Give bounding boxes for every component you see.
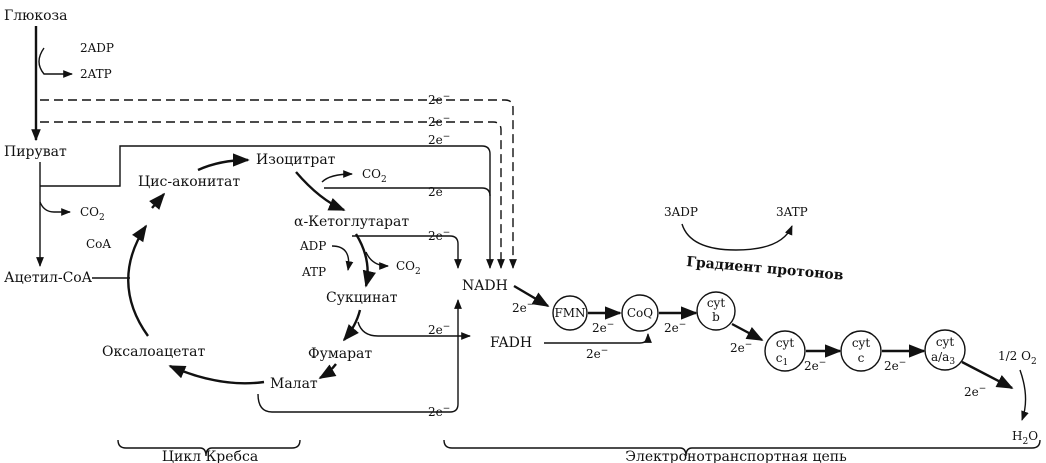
- svg-text:c: c: [858, 351, 865, 365]
- arrow-co2-isocitrate: [321, 170, 353, 183]
- label-proton-gradient: Градиент протонов: [686, 254, 845, 284]
- bracket-etc: [443, 439, 1041, 457]
- svg-text:cyt: cyt: [707, 296, 726, 310]
- label-h2o: H2O: [1012, 429, 1038, 447]
- label-krebs-cycle: Цикл Кребса: [162, 449, 258, 463]
- e-label-6: 2e−: [428, 322, 450, 337]
- e-label-13: 2e−: [804, 358, 826, 373]
- e-label-9: 2e−: [592, 320, 614, 335]
- line-fadh-coq: [544, 333, 652, 344]
- label-2atp: 2ATP: [80, 67, 112, 81]
- carrier-cyt-c1: cyt c1: [764, 330, 806, 372]
- label-atp: ATP: [301, 265, 326, 279]
- svg-text:CoQ: CoQ: [627, 306, 653, 320]
- e-label-4: 2e−: [428, 184, 450, 199]
- line-malate-nadh: [257, 299, 462, 413]
- arrow-proton-atp: [681, 223, 793, 251]
- arrow-co2-ketoglutarate: [365, 251, 389, 270]
- svg-text:FMN: FMN: [554, 306, 585, 320]
- label-nadh: NADH: [462, 278, 508, 294]
- svg-text:cyt: cyt: [776, 336, 795, 350]
- label-adp: ADP: [299, 239, 326, 253]
- line-succinate-fadh: [357, 321, 471, 340]
- label-co2-ketoglutarate: CO2: [396, 259, 421, 277]
- label-2adp: 2ADP: [80, 41, 114, 55]
- label-3atp: 3ATP: [776, 205, 808, 219]
- arrow-to-fumarate: [342, 309, 362, 342]
- e-label-2: 2e−: [428, 114, 450, 129]
- label-oxaloacetate: Оксалоацетат: [102, 344, 205, 360]
- arrow-to-cis-aconitate: [149, 192, 166, 210]
- carrier-cyt-c: cyt c: [840, 330, 882, 372]
- label-co2-isocitrate: CO2: [362, 167, 387, 185]
- label-half-o2: 1/2 O2: [998, 349, 1037, 367]
- label-succinate: Сукцинат: [326, 290, 398, 306]
- label-fadh: FADH: [490, 335, 532, 351]
- e-label-10: 2e−: [586, 346, 608, 361]
- arrow-oxaloacetate-citrate: [127, 224, 149, 337]
- label-fumarate: Фумарат: [308, 346, 372, 362]
- e-label-12: 2e−: [730, 340, 752, 355]
- solid-electron-line-pyruvate: [40, 145, 494, 269]
- dashed-electron-line-1: [40, 99, 517, 269]
- line-ketoglutarate-nadh: [352, 235, 462, 269]
- label-3adp: 3ADP: [664, 205, 698, 219]
- e-label-14: 2e−: [884, 358, 906, 373]
- arrow-cytb-cytc1: [731, 322, 764, 342]
- bracket-krebs: [117, 439, 301, 457]
- arrow-to-isocitrate: [197, 153, 250, 172]
- label-ketoglutarate: α-Кетоглутарат: [294, 214, 409, 230]
- e-label-7: 2e−: [428, 404, 450, 419]
- carrier-fmn: FMN: [552, 295, 588, 331]
- carrier-coq: CoQ: [621, 294, 659, 332]
- e-label-8: 2e−: [512, 300, 534, 315]
- e-label-3: 2e−: [428, 132, 450, 147]
- svg-text:a/a3: a/a3: [931, 350, 955, 367]
- arrow-to-ketoglutarate: [295, 171, 346, 212]
- dashed-electron-line-2: [40, 121, 505, 269]
- label-malate: Малат: [270, 376, 318, 392]
- svg-text:cyt: cyt: [936, 335, 955, 349]
- e-label-15: 2e−: [964, 384, 986, 399]
- svg-text:cyt: cyt: [852, 336, 871, 350]
- label-coa: CoA: [86, 237, 111, 251]
- label-isocitrate: Изоцитрат: [256, 152, 336, 168]
- arrow-adp-atp: [38, 47, 73, 78]
- label-glucose: Глюкоза: [4, 8, 68, 24]
- line-isocitrate-nadh: [324, 187, 491, 197]
- svg-text:c1: c1: [776, 351, 788, 368]
- arrow-cytaa3-o2: [961, 360, 1014, 390]
- e-label-1: 2e−: [428, 92, 450, 107]
- label-etc: Электронотранспортная цепь: [625, 449, 847, 463]
- label-pyruvate: Пируват: [4, 144, 67, 160]
- carrier-cyt-b: cyt b: [696, 291, 736, 331]
- arrow-o2-h2o: [1019, 369, 1029, 421]
- e-label-11: 2e−: [664, 320, 686, 335]
- label-cis-aconitate: Цис-аконитат: [138, 174, 240, 190]
- arrow-adp-atp-krebs: [331, 245, 354, 271]
- carrier-cyt-aa3: cyt a/a3: [924, 329, 966, 371]
- arrow-to-oxaloacetate: [168, 364, 265, 385]
- arrow-to-succinate: [354, 233, 376, 288]
- arrow-co2-release: [39, 201, 71, 216]
- arrow-to-malate: [318, 363, 337, 380]
- svg-text:b: b: [712, 310, 720, 324]
- arrow-nadh-fmn: [513, 284, 550, 308]
- label-co2-pyruvate: CO2: [80, 205, 105, 223]
- e-label-5: 2e−: [428, 228, 450, 243]
- label-acetyl-coa: Ацетил-CoA: [4, 270, 93, 286]
